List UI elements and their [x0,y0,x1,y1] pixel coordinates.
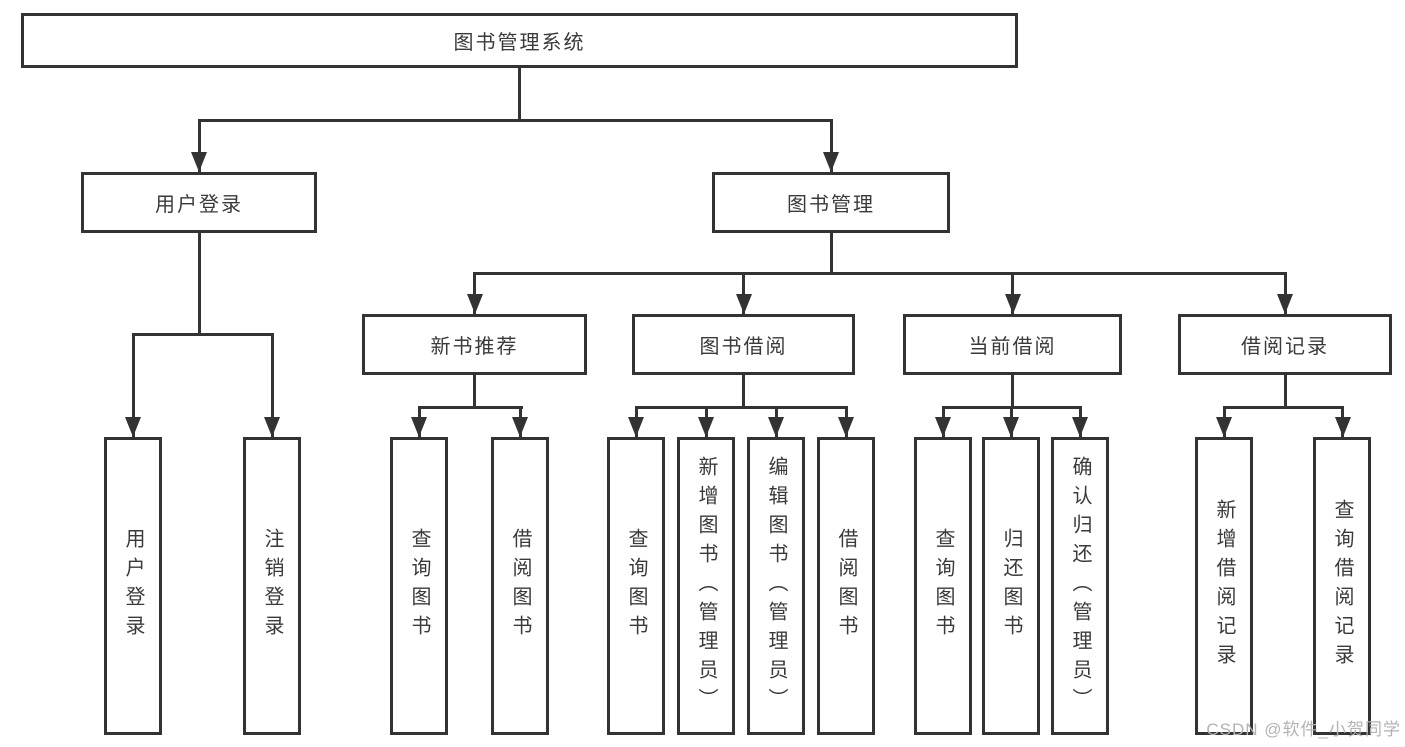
arrowhead-icon [1072,417,1088,437]
arrowhead-icon [1003,417,1019,437]
connector-stem-new-book [473,375,476,409]
connector-drop-level3 [742,272,745,314]
connector-drop-level3 [1283,272,1287,314]
connector-branch-borrow-records [1222,406,1344,409]
connector-stem-user-login [197,233,201,336]
connector-branch-book-borrow [634,406,848,409]
watermark-text: CSDN @软件_小贺同学 [1206,720,1401,739]
leaf-borrow-books-recommend: 借阅图书 [491,437,549,735]
leaf-user-login: 用户登录 [104,437,162,735]
connector-branch-new-book [417,406,523,409]
node-current-borrow: 当前借阅 [903,314,1122,375]
leaf-query-books-borrow: 查询图书 [607,437,665,735]
arrowhead-icon [191,152,207,172]
leaf-add-borrow-record: 新增借阅记录 [1195,437,1253,735]
connector-stem-current-borrow [1011,375,1014,409]
arrowhead-icon [264,417,280,437]
connector-drop-book-mgmt [829,119,833,172]
leaf-confirm-return-admin: 确认归还（管理员） [1051,437,1109,735]
connector-branch-root [197,119,833,122]
node-book-borrow: 图书借阅 [632,314,855,375]
node-borrow-records: 借阅记录 [1178,314,1392,375]
connector-branch-user-login [131,333,274,336]
arrowhead-icon [1334,417,1351,437]
leaf-query-books-current: 查询图书 [914,437,972,735]
connector-drop-level3 [473,272,476,314]
leaf-return-books: 归还图书 [982,437,1040,735]
arrowhead-icon [628,417,644,437]
arrowhead-icon [1004,294,1021,314]
leaf-query-books-recommend: 查询图书 [390,437,448,735]
arrowhead-icon [823,152,839,172]
arrowhead-icon [125,417,141,437]
arrowhead-icon [512,417,528,437]
node-user-login: 用户登录 [81,172,317,233]
arrowhead-icon [935,417,951,437]
connector-stem-root [518,68,521,122]
connector-stem-book-mgmt [829,233,833,275]
connector-stem-book-borrow [742,375,745,409]
leaf-add-books-admin: 新增图书（管理员） [677,437,735,735]
node-root: 图书管理系统 [21,13,1018,68]
node-book-management: 图书管理 [712,172,950,233]
arrowhead-icon [466,294,483,314]
leaf-edit-books-admin: 编辑图书（管理员） [747,437,805,735]
arrowhead-icon [838,417,854,437]
leaf-logout: 注销登录 [243,437,301,735]
arrowhead-icon [411,417,427,437]
node-new-book-recommend: 新书推荐 [362,314,587,375]
connector-drop-user-login [197,119,201,172]
arrowhead-icon [1216,417,1232,437]
arrowhead-icon [735,294,752,314]
connector-drop-leaf [270,333,274,437]
connector-drop-level3 [1011,272,1014,314]
leaf-borrow-books: 借阅图书 [817,437,875,735]
leaf-query-borrow-record: 查询借阅记录 [1313,437,1371,735]
arrowhead-icon [1277,294,1293,314]
connector-stem-borrow-records [1283,375,1287,409]
arrowhead-icon [768,417,784,437]
connector-branch-book-mgmt [473,272,1287,275]
arrowhead-icon [698,417,714,437]
connector-drop-leaf [131,333,135,437]
